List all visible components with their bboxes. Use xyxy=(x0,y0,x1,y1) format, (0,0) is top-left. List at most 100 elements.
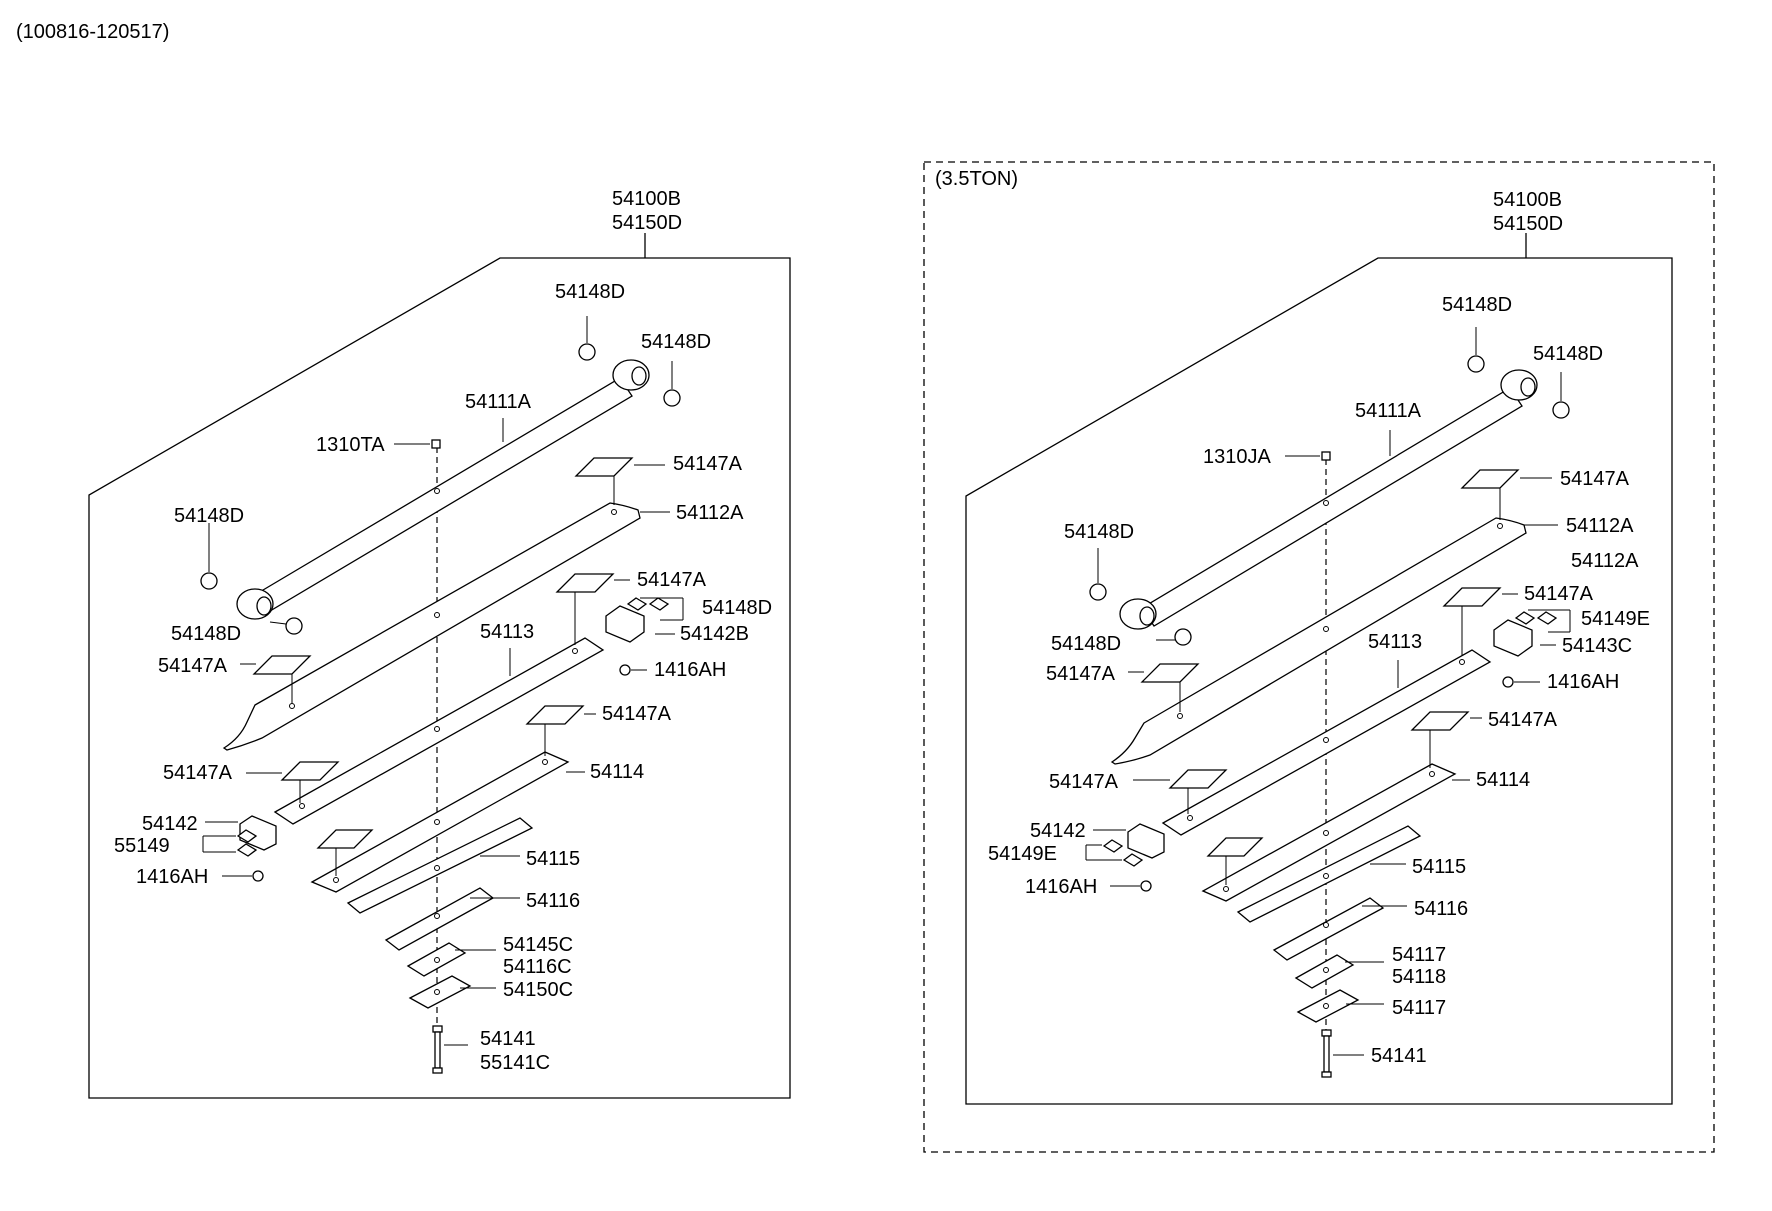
right-label-bush-top: 54148D xyxy=(1442,294,1512,316)
right-clip-2 xyxy=(1102,823,1165,892)
left-clip-2 xyxy=(236,815,277,882)
right-pad-5 xyxy=(1168,769,1228,789)
right-label-leaf-3: 54113 xyxy=(1368,631,1422,653)
right-clip-1 xyxy=(1493,611,1558,688)
left-bushing-left xyxy=(200,572,218,590)
right-leaf-2 xyxy=(1110,517,1527,765)
right-label-center-bolt-1: 54141 xyxy=(1371,1045,1427,1067)
left-bushing-left-lower xyxy=(285,617,303,635)
left-label-nut-2: 1416AH xyxy=(136,866,208,888)
left-label-leaf-7a: 54145C xyxy=(503,934,573,956)
right-label-pad-1: 54147A xyxy=(1560,468,1630,490)
left-label-center-bolt-1: 54141 xyxy=(480,1028,536,1050)
right-pad-4 xyxy=(1410,711,1470,731)
right-bushing-top-right xyxy=(1552,401,1570,419)
left-center-bolt xyxy=(432,1025,443,1074)
left-leaf-6 xyxy=(384,887,495,951)
left-label-center-bolt-2: 55141C xyxy=(480,1052,550,1074)
right-label-bush-top-right: 54148D xyxy=(1533,343,1603,365)
left-label-leaf-7b: 54116C xyxy=(503,956,572,978)
left-label-pad-2: 54147A xyxy=(158,655,228,677)
left-leaf-4 xyxy=(310,751,570,893)
left-label-pad-1: 54147A xyxy=(673,453,743,475)
right-label-leaf-7b: 54118 xyxy=(1392,966,1446,988)
right-label-pad-3: 54147A xyxy=(1524,583,1594,605)
right-bushing-top xyxy=(1467,355,1485,373)
right-label-leaf-4: 54114 xyxy=(1476,769,1530,791)
left-label-clip-bolt: 55149 xyxy=(114,835,170,857)
left-label-leaf-2: 54112A xyxy=(676,502,744,524)
right-nut-1 xyxy=(1502,676,1514,688)
left-label-bolt-top: 1310TA xyxy=(316,434,385,456)
right-label-clip-bolt: 54149E xyxy=(988,843,1057,865)
diagram-code: (100816-120517) xyxy=(16,21,169,43)
right-label-assy-2: 54150D xyxy=(1493,213,1563,235)
left-leaf-3 xyxy=(273,637,605,825)
right-label-pad-2: 54147A xyxy=(1046,663,1116,685)
right-label-leaf-8: 54117 xyxy=(1392,997,1446,1019)
left-label-bush-left-lower: 54148D xyxy=(171,623,241,645)
right-top-bolt xyxy=(1321,451,1331,461)
left-label-nut-1: 1416AH xyxy=(654,659,726,681)
left-label-leaf-1: 54111A xyxy=(465,391,532,413)
left-leaf-2 xyxy=(222,502,641,751)
left-nut-2 xyxy=(252,870,264,882)
left-pad-2 xyxy=(252,655,312,675)
right-bushing-left xyxy=(1089,583,1107,601)
left-bushing-top-right xyxy=(663,389,681,407)
left-label-assy-1: 54100B xyxy=(612,188,681,210)
right-label-leaf-6: 54116 xyxy=(1414,898,1468,920)
left-label-assy-2: 54150D xyxy=(612,212,682,234)
left-pad-1 xyxy=(574,457,634,477)
right-label-nut-2: 1416AH xyxy=(1025,876,1097,898)
left-label-leaf-3: 54113 xyxy=(480,621,534,643)
right-label-leaf-1: 54111A xyxy=(1355,400,1422,422)
right-pad-6 xyxy=(1206,837,1264,857)
left-leaf-1 xyxy=(236,359,650,620)
left-label-clip-1: 54142B xyxy=(680,623,749,645)
left-label-pad-3: 54147A xyxy=(637,569,707,591)
left-label-pad-5: 54147A xyxy=(163,762,233,784)
right-leaf-5 xyxy=(1236,825,1422,923)
right-leaf-4 xyxy=(1201,763,1457,902)
left-top-bolt xyxy=(431,439,441,449)
left-nut-1 xyxy=(619,664,631,676)
left-label-leaf-8: 54150C xyxy=(503,979,573,1001)
left-label-leaf-4: 54114 xyxy=(590,761,644,783)
right-panel-title: (3.5TON) xyxy=(935,168,1018,190)
right-pad-1 xyxy=(1460,469,1520,489)
left-clip-1 xyxy=(605,597,670,676)
right-leaf-6 xyxy=(1272,897,1385,961)
right-label-pad-5: 54147A xyxy=(1049,771,1119,793)
right-label-clip-2: 54142 xyxy=(1030,820,1086,842)
left-panel-frame xyxy=(88,257,791,1099)
left-pad-3 xyxy=(555,573,615,593)
left-label-leaf-5: 54115 xyxy=(526,848,580,870)
right-label-leaf-2: 54112A xyxy=(1566,515,1634,537)
right-panel: (3.5TON) 54100B 54150D 54148D 54148D 541… xyxy=(923,161,1715,1153)
right-label-nut-1: 1416AH xyxy=(1547,671,1619,693)
left-label-pad-4: 54147A xyxy=(602,703,672,725)
right-bushing-left-lower xyxy=(1174,628,1192,646)
right-label-clip-1: 54143C xyxy=(1562,635,1632,657)
right-label-bush-left-lower: 54148D xyxy=(1051,633,1121,655)
right-label-bush-left: 54148D xyxy=(1064,521,1134,543)
right-label-assy-1: 54100B xyxy=(1493,189,1562,211)
left-label-bush-left: 54148D xyxy=(174,505,244,527)
right-panel-dashed-frame xyxy=(923,161,1715,1153)
left-panel: 54100B 54150D 54148D 54148D 54148D 54148… xyxy=(88,188,791,1099)
right-label-bolt-top: 1310JA xyxy=(1203,446,1271,468)
left-pad-6 xyxy=(316,829,374,849)
left-leaf-5 xyxy=(346,817,534,914)
right-center-bolt xyxy=(1321,1029,1332,1078)
left-label-bush-top: 54148D xyxy=(555,281,625,303)
right-nut-2 xyxy=(1140,880,1152,892)
right-pad-3 xyxy=(1442,587,1502,607)
left-label-clip-2: 54142 xyxy=(142,813,198,835)
left-label-leaf-6: 54116 xyxy=(526,890,580,912)
left-label-bush-top-right: 54148D xyxy=(641,331,711,353)
left-pad-5 xyxy=(280,761,340,781)
right-label-pad-4: 54147A xyxy=(1488,709,1558,731)
left-label-clip-bush: 54148D xyxy=(702,597,772,619)
